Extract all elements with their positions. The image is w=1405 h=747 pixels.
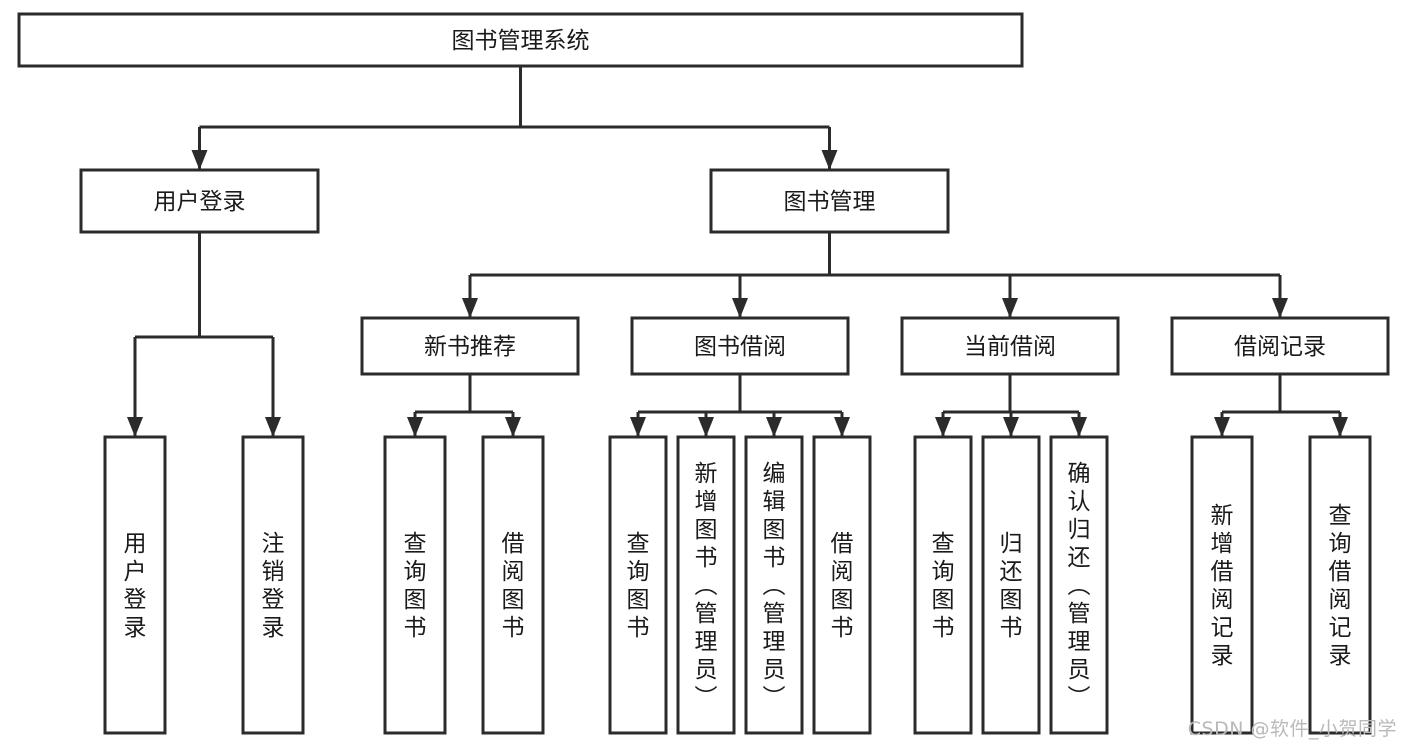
- level2-node-1-label: 图书管理: [784, 189, 876, 215]
- leaf-node-l3-2-2[interactable]: 确认归还︵管理员︶: [1049, 435, 1109, 735]
- level2-node-1-box[interactable]: [709, 168, 950, 234]
- arrow-head-icon: [1002, 298, 1018, 318]
- arrow-head-icon: [1272, 298, 1288, 318]
- level3-node-0-label: 新书推荐: [424, 334, 516, 360]
- leaf-node-l3-0-1-label: 借阅图书: [502, 531, 525, 641]
- leaf-node-l3-1-1[interactable]: 新增图书︵管理员︶: [676, 435, 736, 735]
- leaf-node-l3-1-0-box[interactable]: [608, 435, 668, 735]
- leaf-node-l2-0-0-label: 用户登录: [124, 531, 147, 641]
- leaf-node-l3-0-0-box[interactable]: [383, 435, 447, 735]
- leaf-node-l2-0-1[interactable]: 注销登录: [241, 435, 305, 735]
- arrow-head-icon: [1071, 417, 1087, 437]
- leaf-node-l3-0-0[interactable]: 查询图书: [383, 435, 447, 735]
- arrow-head-icon: [462, 298, 478, 318]
- leaf-node-l3-1-2-label: 编辑图书︵管理员︶: [763, 461, 786, 711]
- leaf-node-l3-2-1-label: 归还图书: [1000, 531, 1023, 641]
- leaf-node-l3-0-1[interactable]: 借阅图书: [481, 435, 545, 735]
- arrow-head-icon: [935, 417, 951, 437]
- level2-node-1[interactable]: 图书管理: [709, 168, 950, 234]
- level3-node-3[interactable]: 借阅记录: [1170, 316, 1390, 376]
- nodes-layer: 图书管理系统用户登录用户登录注销登录图书管理新书推荐查询图书借阅图书图书借阅查询…: [17, 12, 1390, 735]
- leaf-node-l3-1-3-label: 借阅图书: [831, 531, 854, 641]
- leaf-node-l3-2-0-label: 查询图书: [932, 531, 955, 641]
- csdn-watermark: CSDN @软件_小贺同学: [1187, 718, 1397, 740]
- level3-node-0-box[interactable]: [360, 316, 580, 376]
- level3-node-3-label: 借阅记录: [1234, 334, 1326, 360]
- leaf-node-l3-2-1-box[interactable]: [981, 435, 1041, 735]
- root-node-node-e59bbee4b9a6e7aea1e79086[interactable]: 图书管理系统: [17, 12, 1024, 68]
- leaf-node-l3-2-1[interactable]: 归还图书: [981, 435, 1041, 735]
- arrow-head-icon: [698, 417, 714, 437]
- level3-node-1[interactable]: 图书借阅: [630, 316, 850, 376]
- arrow-head-icon: [505, 417, 521, 437]
- arrow-head-icon: [265, 417, 281, 437]
- level2-node-0-label: 用户登录: [154, 189, 246, 215]
- level3-node-1-box[interactable]: [630, 316, 850, 376]
- level3-node-3-box[interactable]: [1170, 316, 1390, 376]
- leaf-node-l3-1-0[interactable]: 查询图书: [608, 435, 668, 735]
- arrow-head-icon: [834, 417, 850, 437]
- leaf-node-l3-3-1-box[interactable]: [1308, 435, 1372, 735]
- leaf-node-l3-1-1-label: 新增图书︵管理员︶: [695, 461, 718, 711]
- level3-node-0[interactable]: 新书推荐: [360, 316, 580, 376]
- leaf-node-l2-0-1-label: 注销登录: [262, 531, 285, 641]
- leaf-node-l2-0-0[interactable]: 用户登录: [103, 435, 167, 735]
- arrow-head-icon: [821, 150, 838, 170]
- leaf-node-l3-2-2-label: 确认归还︵管理员︶: [1068, 461, 1091, 711]
- leaf-node-l3-2-2-box[interactable]: [1049, 435, 1109, 735]
- leaf-node-l3-1-3-box[interactable]: [812, 435, 872, 735]
- level2-node-0[interactable]: 用户登录: [79, 168, 320, 234]
- leaf-node-l2-0-1-box[interactable]: [241, 435, 305, 735]
- level3-node-2-box[interactable]: [900, 316, 1120, 376]
- leaf-node-l3-1-0-label: 查询图书: [627, 531, 650, 641]
- arrow-head-icon: [1003, 417, 1019, 437]
- leaf-node-l3-0-0-label: 查询图书: [404, 531, 427, 641]
- arrow-head-icon: [1214, 417, 1230, 437]
- level2-node-0-box[interactable]: [79, 168, 320, 234]
- arrow-head-icon: [1332, 417, 1348, 437]
- leaf-node-l3-1-1-box[interactable]: [676, 435, 736, 735]
- leaf-node-l3-3-1-label: 查询借阅记录: [1329, 503, 1352, 669]
- arrow-head-icon: [407, 417, 423, 437]
- leaf-node-l3-3-0-box[interactable]: [1190, 435, 1254, 735]
- level3-node-1-label: 图书借阅: [694, 334, 786, 360]
- root-node-node-e59bbee4b9a6e7aea1e79086-label: 图书管理系统: [452, 28, 590, 54]
- leaf-node-l3-2-0-box[interactable]: [913, 435, 973, 735]
- leaf-node-l3-1-2[interactable]: 编辑图书︵管理员︶: [744, 435, 804, 735]
- level3-node-2[interactable]: 当前借阅: [900, 316, 1120, 376]
- leaf-node-l3-3-0-label: 新增借阅记录: [1211, 503, 1234, 669]
- arrow-head-icon: [630, 417, 646, 437]
- edges-layer: [127, 66, 1348, 437]
- leaf-node-l2-0-0-box[interactable]: [103, 435, 167, 735]
- level3-node-2-label: 当前借阅: [964, 334, 1056, 360]
- arrow-head-icon: [191, 150, 208, 170]
- arrow-head-icon: [127, 417, 143, 437]
- leaf-node-l3-1-3[interactable]: 借阅图书: [812, 435, 872, 735]
- leaf-node-l3-1-2-box[interactable]: [744, 435, 804, 735]
- leaf-node-l3-0-1-box[interactable]: [481, 435, 545, 735]
- arrow-head-icon: [732, 298, 748, 318]
- arrow-head-icon: [766, 417, 782, 437]
- leaf-node-l3-3-0[interactable]: 新增借阅记录: [1190, 435, 1254, 735]
- root-node-node-e59bbee4b9a6e7aea1e79086-box[interactable]: [17, 12, 1024, 68]
- leaf-node-l3-2-0[interactable]: 查询图书: [913, 435, 973, 735]
- leaf-node-l3-3-1[interactable]: 查询借阅记录: [1308, 435, 1372, 735]
